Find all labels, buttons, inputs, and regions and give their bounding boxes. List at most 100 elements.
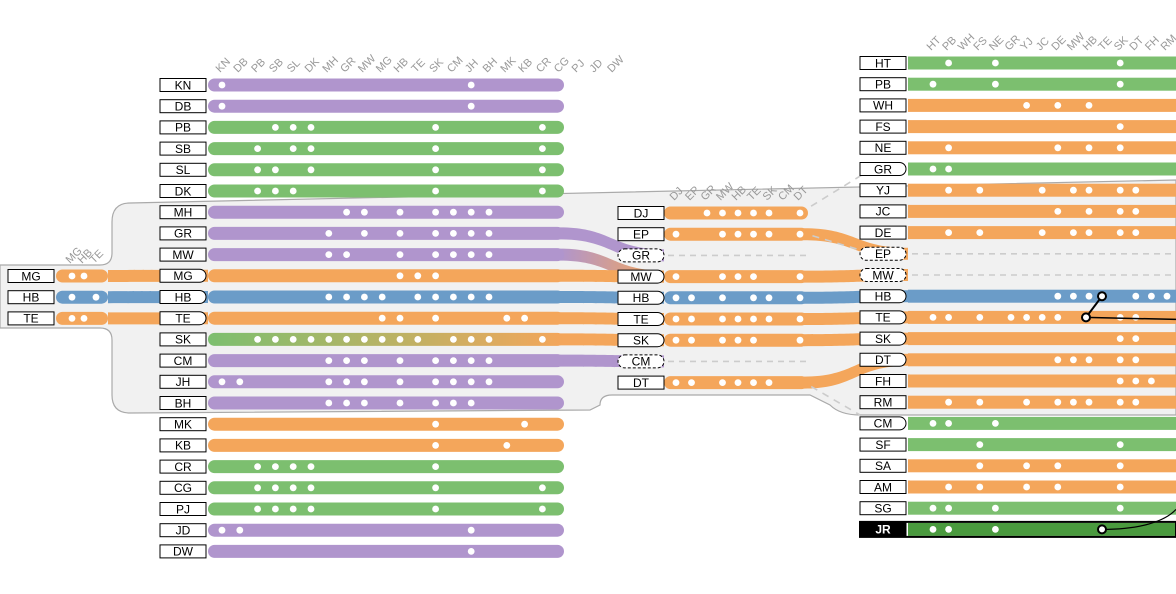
row-label[interactable]: KB bbox=[159, 438, 207, 453]
matrix-row[interactable] bbox=[908, 459, 1176, 473]
matrix-row[interactable] bbox=[664, 312, 808, 326]
row-label[interactable]: WH bbox=[859, 98, 907, 113]
row-label[interactable]: CM bbox=[617, 354, 665, 369]
matrix-row[interactable] bbox=[664, 376, 808, 390]
row-label[interactable]: TE bbox=[7, 311, 55, 326]
matrix-row[interactable] bbox=[208, 78, 564, 92]
matrix-row[interactable] bbox=[208, 460, 564, 474]
row-label[interactable]: MK bbox=[159, 417, 207, 432]
matrix-row[interactable] bbox=[908, 310, 1176, 324]
matrix-row[interactable] bbox=[208, 375, 564, 389]
row-label[interactable]: TE bbox=[159, 311, 207, 326]
matrix-row[interactable] bbox=[664, 227, 808, 241]
row-label[interactable]: PB bbox=[159, 120, 207, 135]
row-label[interactable]: EP bbox=[617, 227, 665, 242]
row-label[interactable]: MG bbox=[159, 268, 207, 283]
row-label[interactable]: SG bbox=[859, 501, 907, 516]
matrix-row[interactable] bbox=[208, 205, 564, 219]
row-label[interactable]: GR bbox=[159, 226, 207, 241]
matrix-row[interactable] bbox=[908, 374, 1176, 388]
row-label[interactable]: KN bbox=[159, 78, 207, 92]
row-label[interactable]: FH bbox=[859, 374, 907, 388]
matrix-row[interactable] bbox=[664, 291, 808, 305]
row-label[interactable]: SK bbox=[617, 333, 665, 348]
matrix-row[interactable] bbox=[908, 289, 1176, 303]
row-label[interactable]: HB bbox=[159, 290, 207, 304]
row-label[interactable]: NE bbox=[859, 140, 907, 155]
matrix-row[interactable] bbox=[208, 120, 564, 134]
row-label[interactable]: CM bbox=[859, 416, 907, 431]
matrix-row[interactable] bbox=[908, 141, 1176, 155]
matrix-row[interactable] bbox=[56, 269, 108, 283]
matrix-row[interactable] bbox=[908, 162, 1176, 176]
row-label[interactable]: DJ bbox=[617, 206, 665, 220]
matrix-row[interactable] bbox=[908, 98, 1176, 112]
matrix-row[interactable] bbox=[208, 163, 564, 177]
row-label[interactable]: MG bbox=[7, 269, 55, 283]
row-label[interactable]: JH bbox=[159, 374, 207, 389]
matrix-row[interactable] bbox=[208, 142, 564, 156]
row-label[interactable]: GR bbox=[859, 162, 907, 176]
matrix-row[interactable] bbox=[56, 311, 108, 325]
row-label[interactable]: DT bbox=[617, 375, 665, 390]
matrix-row[interactable] bbox=[56, 290, 108, 304]
matrix-row[interactable] bbox=[664, 270, 808, 284]
matrix-row[interactable] bbox=[908, 395, 1176, 409]
row-label[interactable]: BH bbox=[159, 396, 207, 410]
matrix-row[interactable] bbox=[208, 396, 564, 410]
row-label[interactable]: DB bbox=[159, 99, 207, 114]
matrix-row[interactable] bbox=[208, 99, 564, 113]
row-label[interactable]: MH bbox=[159, 205, 207, 220]
row-label[interactable]: MW bbox=[859, 268, 907, 282]
row-label[interactable]: DW bbox=[159, 544, 207, 559]
row-label[interactable]: AM bbox=[859, 480, 907, 494]
matrix-row[interactable] bbox=[908, 501, 1176, 515]
row-label[interactable]: YJ bbox=[859, 183, 907, 198]
matrix-row[interactable] bbox=[208, 226, 564, 240]
row-label[interactable]: MW bbox=[617, 269, 665, 284]
row-label[interactable]: HB bbox=[617, 290, 665, 305]
row-label[interactable]: PB bbox=[859, 77, 907, 92]
row-label[interactable]: RM bbox=[859, 395, 907, 410]
row-label[interactable]: SK bbox=[859, 331, 907, 346]
matrix-row[interactable] bbox=[208, 184, 564, 198]
row-label[interactable]: GR bbox=[617, 248, 665, 263]
row-label[interactable]: JC bbox=[859, 204, 907, 219]
row-label[interactable]: DE bbox=[859, 225, 907, 240]
row-label[interactable]: TE bbox=[617, 312, 665, 326]
matrix-row[interactable] bbox=[208, 248, 564, 262]
row-label[interactable]: SL bbox=[159, 162, 207, 177]
row-label[interactable]: SB bbox=[159, 141, 207, 156]
row-label[interactable]: HB bbox=[859, 289, 907, 304]
matrix-row[interactable] bbox=[908, 480, 1176, 494]
row-label[interactable]: FS bbox=[859, 119, 907, 134]
row-label[interactable]: SA bbox=[859, 458, 907, 473]
row-label[interactable]: MW bbox=[159, 247, 207, 262]
matrix-row[interactable] bbox=[859, 520, 1176, 538]
matrix-row[interactable] bbox=[208, 438, 564, 452]
matrix-row[interactable] bbox=[908, 226, 1176, 240]
matrix-row[interactable] bbox=[208, 544, 564, 558]
row-label[interactable]: CM bbox=[159, 353, 207, 368]
matrix-row[interactable] bbox=[208, 311, 564, 325]
matrix-row[interactable] bbox=[908, 416, 1176, 430]
matrix-row[interactable] bbox=[908, 120, 1176, 134]
row-label[interactable]: SF bbox=[859, 437, 907, 452]
row-label[interactable]: PJ bbox=[159, 502, 207, 516]
row-label[interactable]: TE bbox=[859, 310, 907, 325]
matrix-row[interactable] bbox=[208, 290, 564, 304]
matrix-row[interactable] bbox=[208, 417, 564, 431]
matrix-row[interactable] bbox=[908, 438, 1176, 452]
matrix-row[interactable] bbox=[664, 206, 808, 220]
matrix-row[interactable] bbox=[208, 269, 564, 283]
row-label[interactable]: HT bbox=[859, 56, 907, 70]
matrix-row[interactable] bbox=[908, 204, 1176, 218]
matrix-row[interactable] bbox=[908, 332, 1176, 346]
matrix-row[interactable] bbox=[664, 333, 808, 347]
matrix-row[interactable] bbox=[208, 502, 564, 516]
matrix-row[interactable] bbox=[908, 183, 1176, 197]
matrix-row[interactable] bbox=[208, 332, 564, 346]
matrix-row[interactable] bbox=[908, 353, 1176, 367]
row-label[interactable]: SK bbox=[159, 332, 207, 347]
matrix-row[interactable] bbox=[208, 354, 564, 368]
